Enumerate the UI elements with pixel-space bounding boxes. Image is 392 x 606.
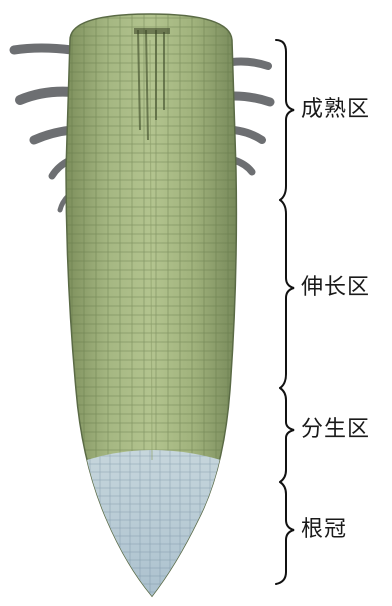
bracket-elongation [280,200,294,388]
root-hairs-right [232,62,270,173]
label-elongation-zone: 伸长区 [301,277,370,299]
label-meristem-zone: 分生区 [301,419,370,441]
label-maturation-zone: 成熟区 [301,99,370,121]
label-root-cap: 根冠 [301,519,347,541]
bracket-root-cap [276,482,294,584]
root-body [60,10,250,606]
zone-bracket [276,40,294,584]
root-hairs-left [14,48,72,210]
bracket-meristem [280,388,294,482]
bracket-maturation [276,40,294,200]
